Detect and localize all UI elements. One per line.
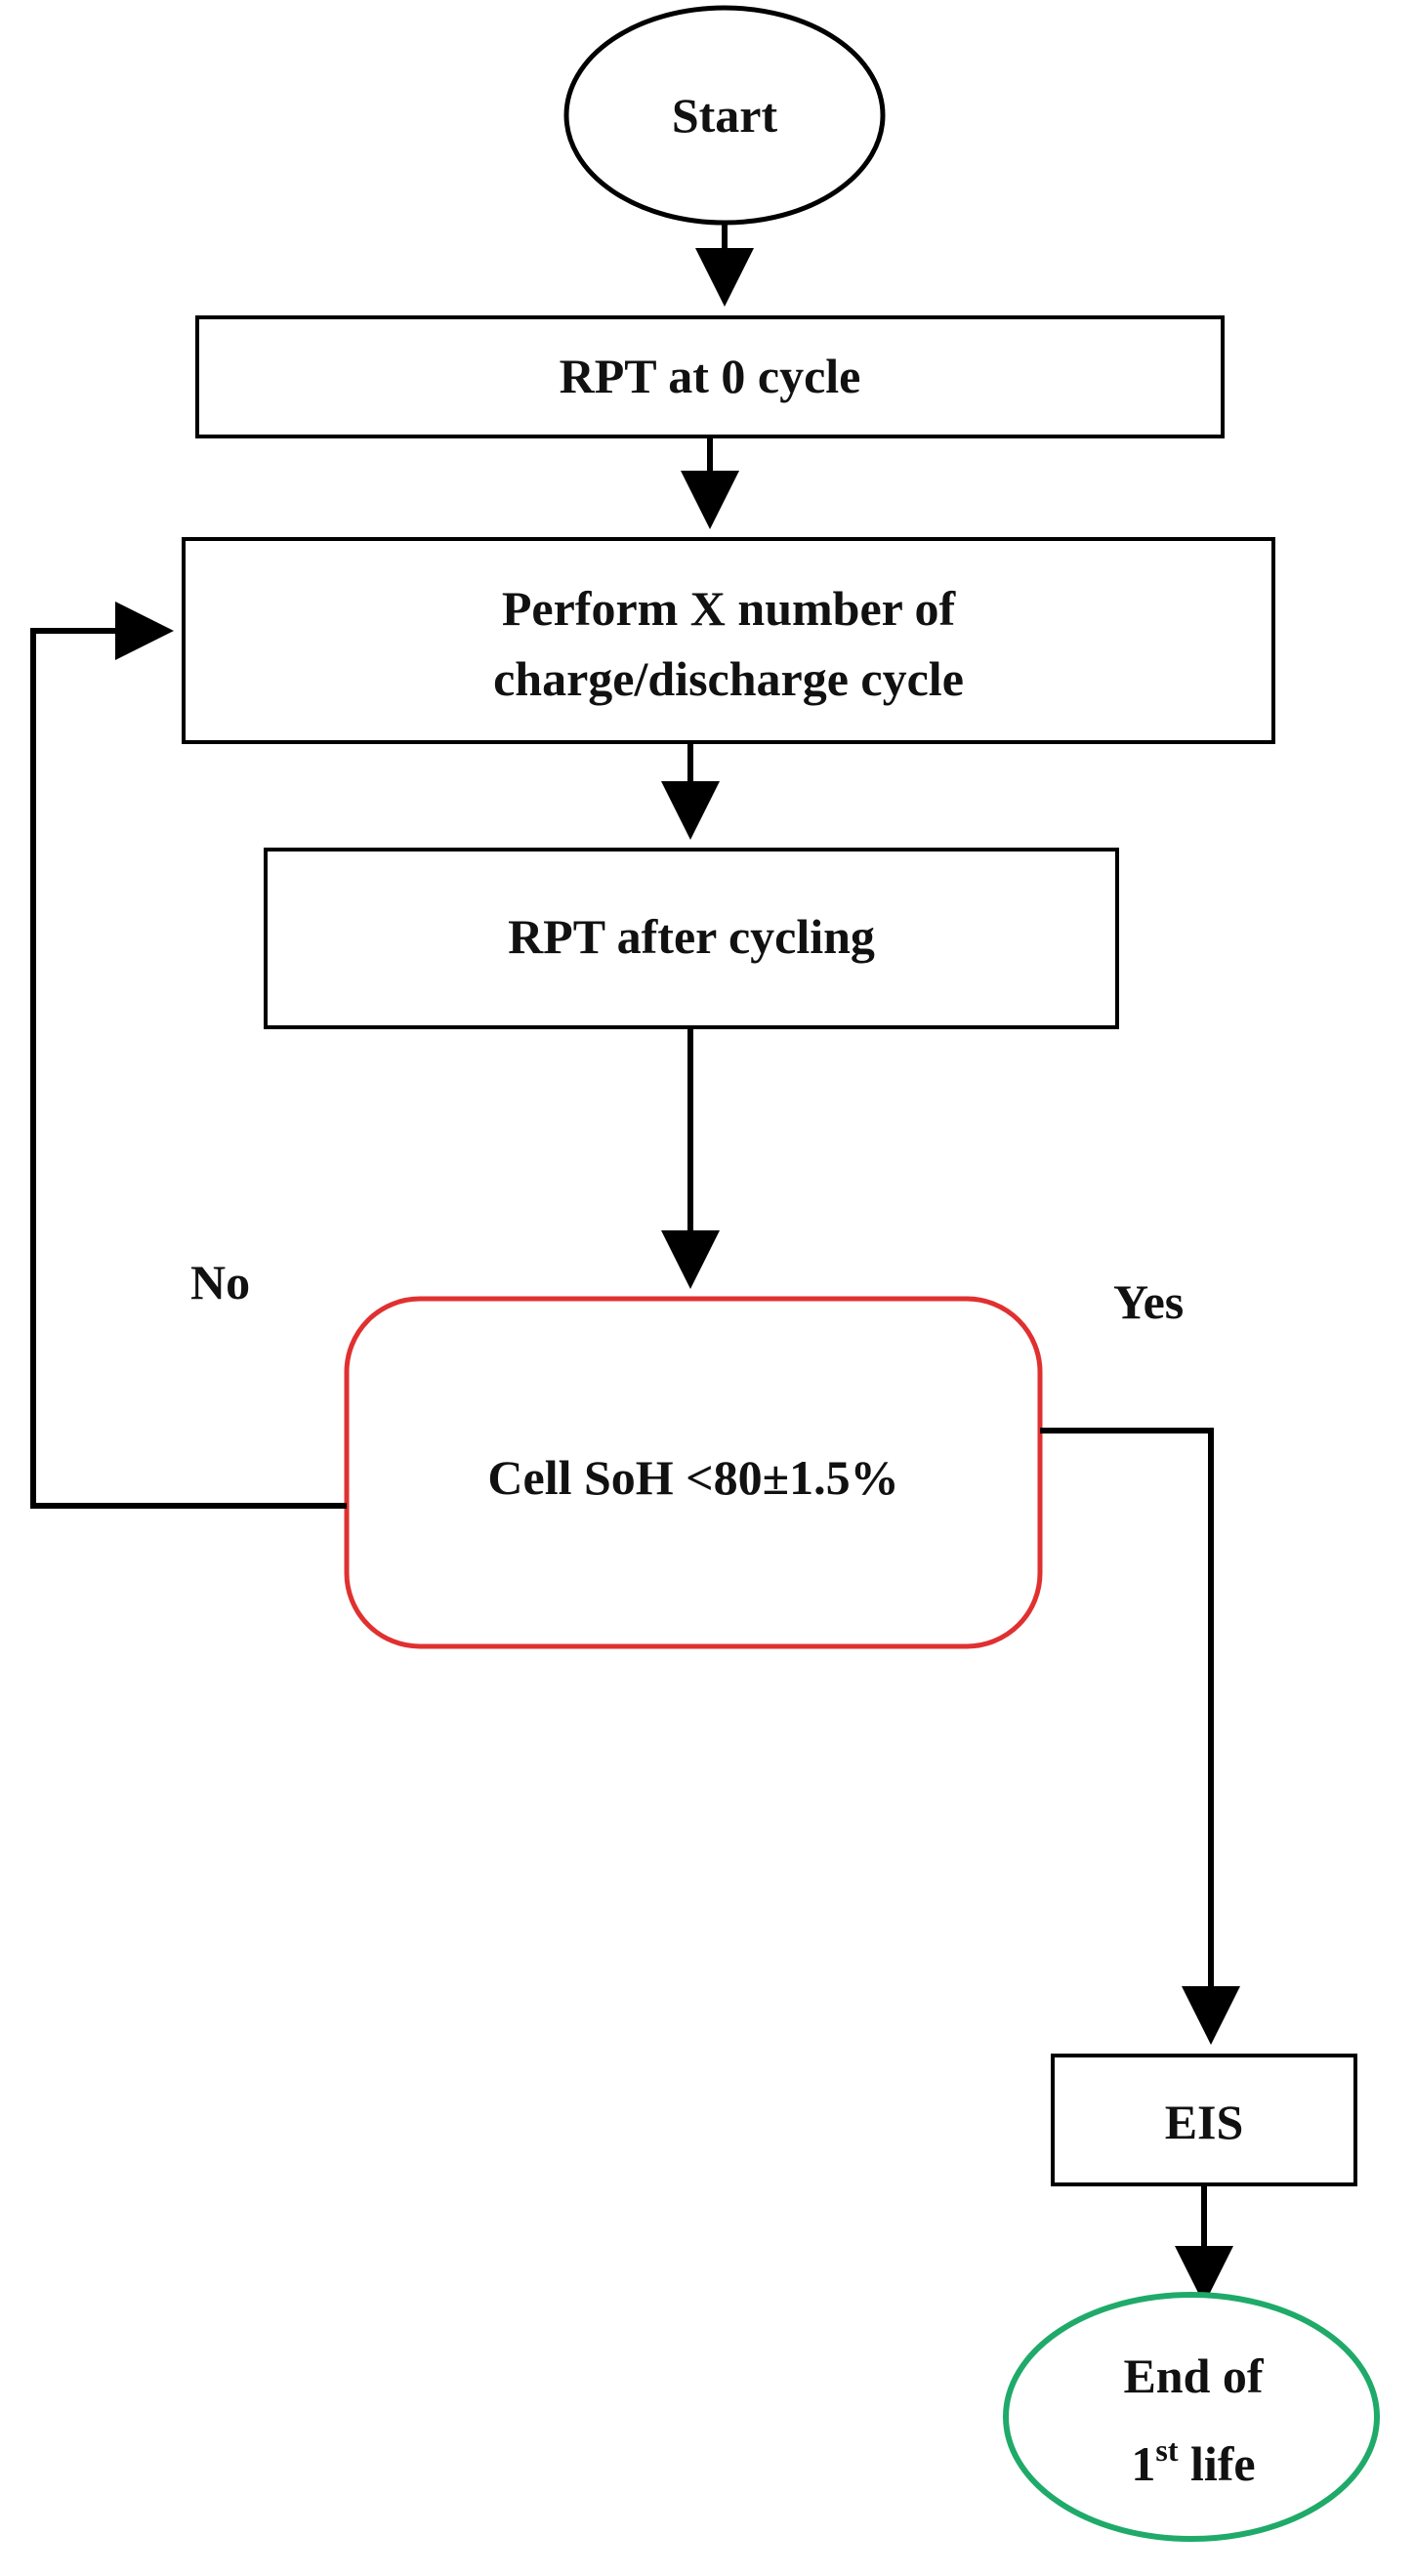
- rpt-0-cycle-label: RPT at 0 cycle: [560, 349, 861, 403]
- eis-node: EIS: [1051, 2054, 1357, 2186]
- no-label: No: [190, 1255, 250, 1309]
- decision-label: Cell SoH <80±1.5%: [487, 1450, 898, 1505]
- arrow-yes-to-eis: [1040, 1428, 1240, 2045]
- end-label-line2: 1st life: [1131, 2432, 1255, 2491]
- decision-node: Cell SoH <80±1.5%: [344, 1296, 1043, 1649]
- start-node: Start: [563, 5, 886, 226]
- end-label-ordinal-suffix: st: [1155, 2432, 1178, 2468]
- end-label-rest: life: [1178, 2436, 1255, 2491]
- rpt-after-cycling-label: RPT after cycling: [508, 909, 875, 964]
- yes-label: Yes: [1113, 1274, 1184, 1329]
- perform-cycles-line2: charge/discharge cycle: [493, 651, 964, 706]
- start-label: Start: [672, 88, 778, 143]
- rpt-after-cycling-node: RPT after cycling: [264, 848, 1119, 1029]
- end-node: End of 1st life: [1003, 2292, 1380, 2542]
- arrow-no-loop-to-perform: [30, 602, 347, 1509]
- rpt-0-cycle-node: RPT at 0 cycle: [195, 315, 1225, 438]
- end-label-ordinal-number: 1: [1131, 2436, 1155, 2491]
- perform-cycles-node: Perform X number of charge/discharge cyc…: [182, 537, 1275, 744]
- eis-label: EIS: [1165, 2095, 1244, 2149]
- end-label-line1: End of: [1123, 2348, 1264, 2403]
- perform-cycles-line1: Perform X number of: [502, 581, 957, 636]
